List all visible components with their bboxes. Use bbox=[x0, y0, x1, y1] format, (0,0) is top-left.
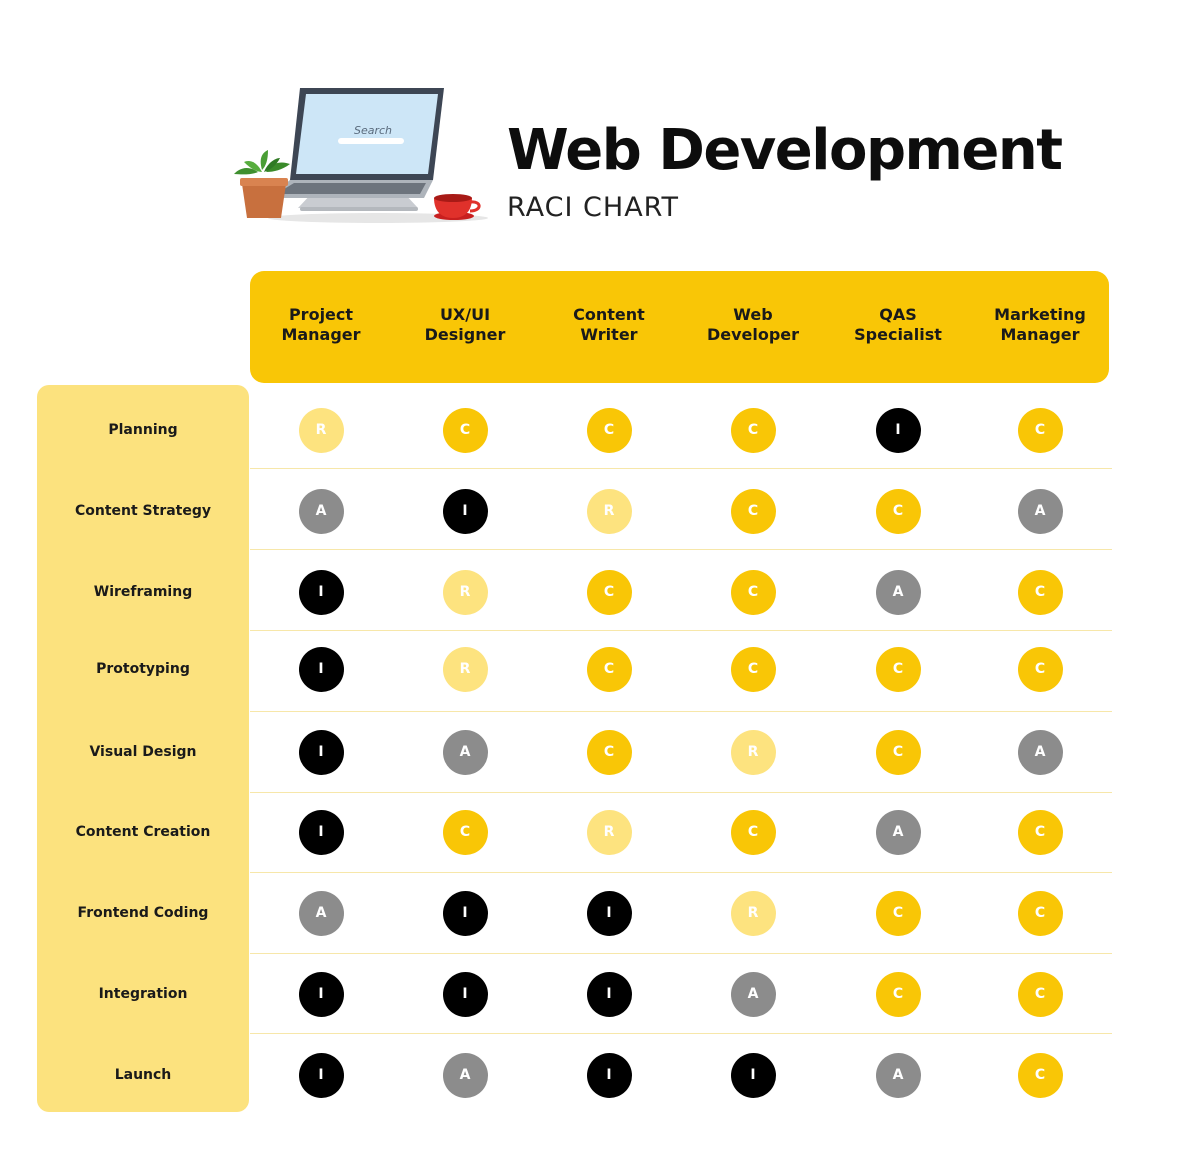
raci-cell-wireframing-content-writer: C bbox=[586, 569, 632, 615]
laptop-icon: Search bbox=[268, 88, 444, 198]
raci-cell-wireframing-marketing-manager: C bbox=[1017, 569, 1063, 615]
page-subtitle: RACI CHART bbox=[507, 192, 679, 223]
column-header-project-manager: Project Manager bbox=[281, 305, 361, 344]
row-divider bbox=[250, 872, 1112, 873]
raci-cell-launch-content-writer: I bbox=[586, 1052, 632, 1098]
raci-cell-wireframing-web-developer: C bbox=[730, 569, 776, 615]
raci-cell-content-creation-content-writer: R bbox=[586, 809, 632, 855]
raci-cell-visual-design-marketing-manager: A bbox=[1017, 729, 1063, 775]
row-label-visual-design: Visual Design bbox=[89, 744, 197, 760]
raci-cell-planning-content-writer: C bbox=[586, 407, 632, 453]
row-divider bbox=[250, 549, 1112, 550]
raci-cell-wireframing-qas-specialist: A bbox=[875, 569, 921, 615]
row-label-content-creation: Content Creation bbox=[75, 824, 211, 840]
raci-cell-prototyping-ux-ui-designer: R bbox=[442, 646, 488, 692]
raci-cell-visual-design-web-developer: R bbox=[730, 729, 776, 775]
raci-cell-integration-project-manager: I bbox=[298, 971, 344, 1017]
raci-cell-content-strategy-qas-specialist: C bbox=[875, 488, 921, 534]
raci-cell-frontend-coding-content-writer: I bbox=[586, 890, 632, 936]
row-label-wireframing: Wireframing bbox=[93, 584, 193, 600]
laptop-illustration: Search bbox=[234, 88, 488, 223]
raci-cell-frontend-coding-marketing-manager: C bbox=[1017, 890, 1063, 936]
column-header-qas-specialist: QAS Specialist bbox=[854, 305, 942, 344]
row-divider bbox=[250, 1033, 1112, 1034]
raci-cell-launch-project-manager: I bbox=[298, 1052, 344, 1098]
raci-cell-prototyping-content-writer: C bbox=[586, 646, 632, 692]
raci-cell-planning-ux-ui-designer: C bbox=[442, 407, 488, 453]
row-divider bbox=[250, 711, 1112, 712]
column-header-web-developer: Web Developer bbox=[706, 305, 800, 344]
raci-cell-visual-design-content-writer: C bbox=[586, 729, 632, 775]
raci-cell-launch-qas-specialist: A bbox=[875, 1052, 921, 1098]
row-label-prototyping: Prototyping bbox=[96, 661, 190, 677]
page-title: Web Development bbox=[507, 118, 1063, 183]
raci-cell-integration-qas-specialist: C bbox=[875, 971, 921, 1017]
raci-cell-content-strategy-project-manager: A bbox=[298, 488, 344, 534]
column-header-content-writer: Content Writer bbox=[573, 305, 645, 344]
row-divider bbox=[250, 792, 1112, 793]
raci-cell-content-creation-qas-specialist: A bbox=[875, 809, 921, 855]
raci-cell-frontend-coding-web-developer: R bbox=[730, 890, 776, 936]
raci-cell-content-creation-marketing-manager: C bbox=[1017, 809, 1063, 855]
raci-cell-integration-web-developer: A bbox=[730, 971, 776, 1017]
raci-cell-frontend-coding-qas-specialist: C bbox=[875, 890, 921, 936]
raci-cell-content-strategy-web-developer: C bbox=[730, 488, 776, 534]
column-header-marketing-manager: Marketing Manager bbox=[994, 305, 1086, 344]
raci-cell-content-strategy-ux-ui-designer: I bbox=[442, 488, 488, 534]
raci-cell-visual-design-project-manager: I bbox=[298, 729, 344, 775]
coffee-cup-icon bbox=[434, 194, 481, 220]
column-header-ux-ui-designer: UX/UI Designer bbox=[424, 305, 506, 344]
roles-header-band bbox=[250, 271, 1109, 383]
raci-cell-content-creation-ux-ui-designer: C bbox=[442, 809, 488, 855]
raci-cell-content-strategy-content-writer: R bbox=[586, 488, 632, 534]
raci-cell-content-creation-web-developer: C bbox=[730, 809, 776, 855]
row-divider bbox=[250, 630, 1112, 631]
row-divider bbox=[250, 468, 1112, 469]
raci-cell-wireframing-ux-ui-designer: R bbox=[442, 569, 488, 615]
raci-cell-frontend-coding-ux-ui-designer: I bbox=[442, 890, 488, 936]
search-label: Search bbox=[354, 124, 392, 137]
row-label-planning: Planning bbox=[108, 422, 178, 438]
tasks-panel bbox=[37, 385, 249, 1112]
raci-cell-wireframing-project-manager: I bbox=[298, 569, 344, 615]
raci-cell-planning-project-manager: R bbox=[298, 407, 344, 453]
raci-cell-frontend-coding-project-manager: A bbox=[298, 890, 344, 936]
raci-cell-prototyping-marketing-manager: C bbox=[1017, 646, 1063, 692]
raci-cell-prototyping-qas-specialist: C bbox=[875, 646, 921, 692]
raci-cell-planning-marketing-manager: C bbox=[1017, 407, 1063, 453]
raci-cell-content-strategy-marketing-manager: A bbox=[1017, 488, 1063, 534]
raci-cell-integration-content-writer: I bbox=[586, 971, 632, 1017]
raci-cell-prototyping-project-manager: I bbox=[298, 646, 344, 692]
raci-cell-launch-ux-ui-designer: A bbox=[442, 1052, 488, 1098]
plant-icon bbox=[234, 150, 290, 218]
raci-cell-planning-web-developer: C bbox=[730, 407, 776, 453]
raci-cell-visual-design-ux-ui-designer: A bbox=[442, 729, 488, 775]
raci-cell-prototyping-web-developer: C bbox=[730, 646, 776, 692]
raci-cell-content-creation-project-manager: I bbox=[298, 809, 344, 855]
row-label-frontend-coding: Frontend Coding bbox=[77, 905, 209, 921]
row-label-integration: Integration bbox=[98, 986, 188, 1002]
raci-cell-integration-marketing-manager: C bbox=[1017, 971, 1063, 1017]
raci-cell-launch-marketing-manager: C bbox=[1017, 1052, 1063, 1098]
row-divider bbox=[250, 953, 1112, 954]
raci-cell-planning-qas-specialist: I bbox=[875, 407, 921, 453]
raci-cell-launch-web-developer: I bbox=[730, 1052, 776, 1098]
row-label-launch: Launch bbox=[114, 1067, 172, 1083]
raci-cell-integration-ux-ui-designer: I bbox=[442, 971, 488, 1017]
raci-cell-visual-design-qas-specialist: C bbox=[875, 729, 921, 775]
row-label-content-strategy: Content Strategy bbox=[74, 503, 212, 519]
